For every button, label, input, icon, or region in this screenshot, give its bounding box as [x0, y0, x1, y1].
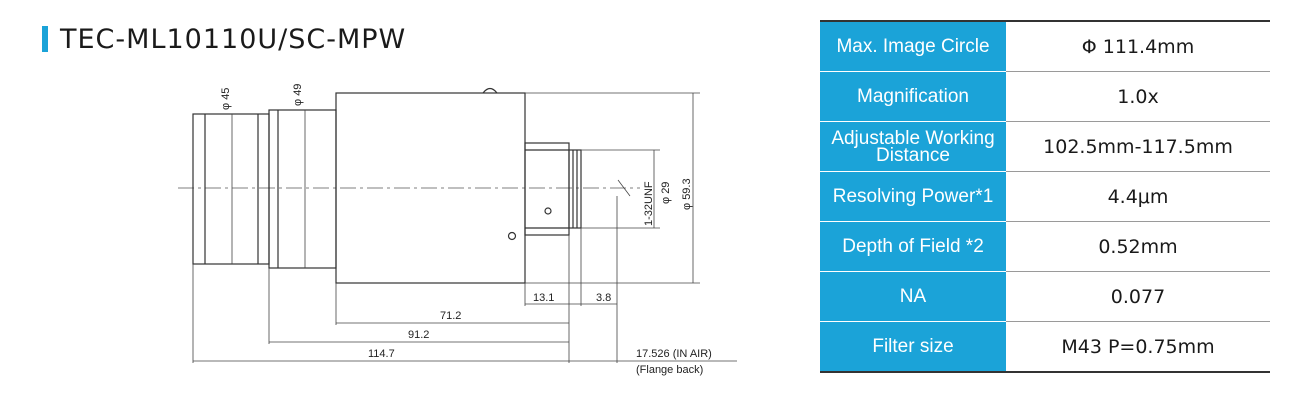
- dim-d593: φ 59.3: [681, 178, 693, 210]
- dim-d49: φ 49: [292, 84, 304, 106]
- dim-91-2: 91.2: [408, 329, 429, 341]
- spec-label: Magnification: [820, 71, 1006, 122]
- spec-row: Adjustable Working Distance 102.5mm-117.…: [820, 121, 1270, 172]
- top-screw: [482, 87, 498, 94]
- lens-body: [192, 87, 582, 284]
- spec-row: Max. Image Circle Φ 111.4mm: [820, 20, 1270, 72]
- lock-screw: [507, 231, 517, 241]
- spec-label: Resolving Power*1: [820, 171, 1006, 222]
- spec-value: Φ 111.4mm: [1006, 20, 1270, 72]
- spec-value: 102.5mm-117.5mm: [1006, 121, 1270, 172]
- spec-row: Magnification 1.0x: [820, 71, 1270, 122]
- spec-value: 1.0x: [1006, 71, 1270, 122]
- spec-label: Filter size: [820, 321, 1006, 373]
- lens-dimension-drawing: φ 45 φ 49 1-32UNF φ 29 φ 59.3 13.1 3.8 7…: [178, 84, 737, 376]
- spec-table: Max. Image Circle Φ 111.4mm Magnificatio…: [820, 20, 1270, 373]
- spec-label: Adjustable Working Distance: [820, 121, 1006, 172]
- flange-back-value: 17.526 (IN AIR): [636, 348, 712, 360]
- spec-value: 0.52mm: [1006, 221, 1270, 272]
- spec-label: NA: [820, 271, 1006, 322]
- diameter-dimensions: [231, 92, 700, 284]
- mount-thread: [568, 149, 582, 229]
- spec-row: Depth of Field *2 0.52mm: [820, 221, 1270, 272]
- spec-value: 4.4μm: [1006, 171, 1270, 222]
- spec-value: M43 P=0.75mm: [1006, 321, 1270, 373]
- product-title: TEC-ML10110U/SC-MPW: [60, 23, 407, 55]
- dim-71-2: 71.2: [440, 310, 461, 322]
- spec-row: Filter size M43 P=0.75mm: [820, 321, 1270, 373]
- rear-mount: [524, 142, 570, 236]
- dim-thread: 1-32UNF: [643, 181, 655, 226]
- spec-value: 0.077: [1006, 271, 1270, 322]
- title-block: TEC-ML10110U/SC-MPW: [42, 22, 406, 56]
- dim-3-8: 3.8: [596, 292, 611, 304]
- spec-label: Max. Image Circle: [820, 20, 1006, 72]
- dim-d29: φ 29: [660, 182, 672, 204]
- dim-d45: φ 45: [220, 88, 232, 110]
- focus-ring: [268, 109, 337, 269]
- spec-label: Depth of Field *2: [820, 221, 1006, 272]
- length-dimensions: [192, 196, 737, 363]
- spec-row: Resolving Power*1 4.4μm: [820, 171, 1270, 222]
- set-screw: [544, 207, 552, 215]
- flange-back-label: (Flange back): [636, 364, 703, 376]
- title-accent-bar: [42, 26, 48, 52]
- dim-114-7: 114.7: [368, 348, 395, 360]
- dim-13-1: 13.1: [533, 292, 554, 304]
- spec-row: NA 0.077: [820, 271, 1270, 322]
